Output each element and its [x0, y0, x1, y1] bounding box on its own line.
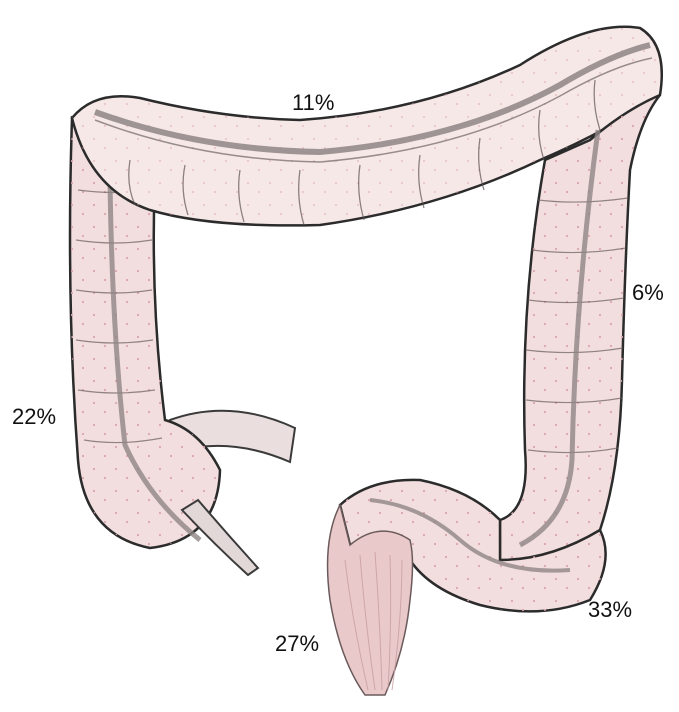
sigmoid-colon	[338, 478, 607, 613]
rectum	[326, 502, 414, 696]
rectum-percentage: 27%	[275, 631, 320, 656]
transverse-colon	[70, 25, 664, 227]
descending-colon	[498, 93, 661, 564]
appendix	[180, 498, 260, 577]
sigmoid-colon-percentage: 33%	[588, 597, 633, 622]
descending-colon-percentage: 6%	[632, 280, 664, 305]
ascending-colon	[68, 115, 222, 550]
transverse-colon-percentage: 11%	[292, 90, 335, 115]
ascending-colon-percentage: 22%	[12, 404, 57, 429]
